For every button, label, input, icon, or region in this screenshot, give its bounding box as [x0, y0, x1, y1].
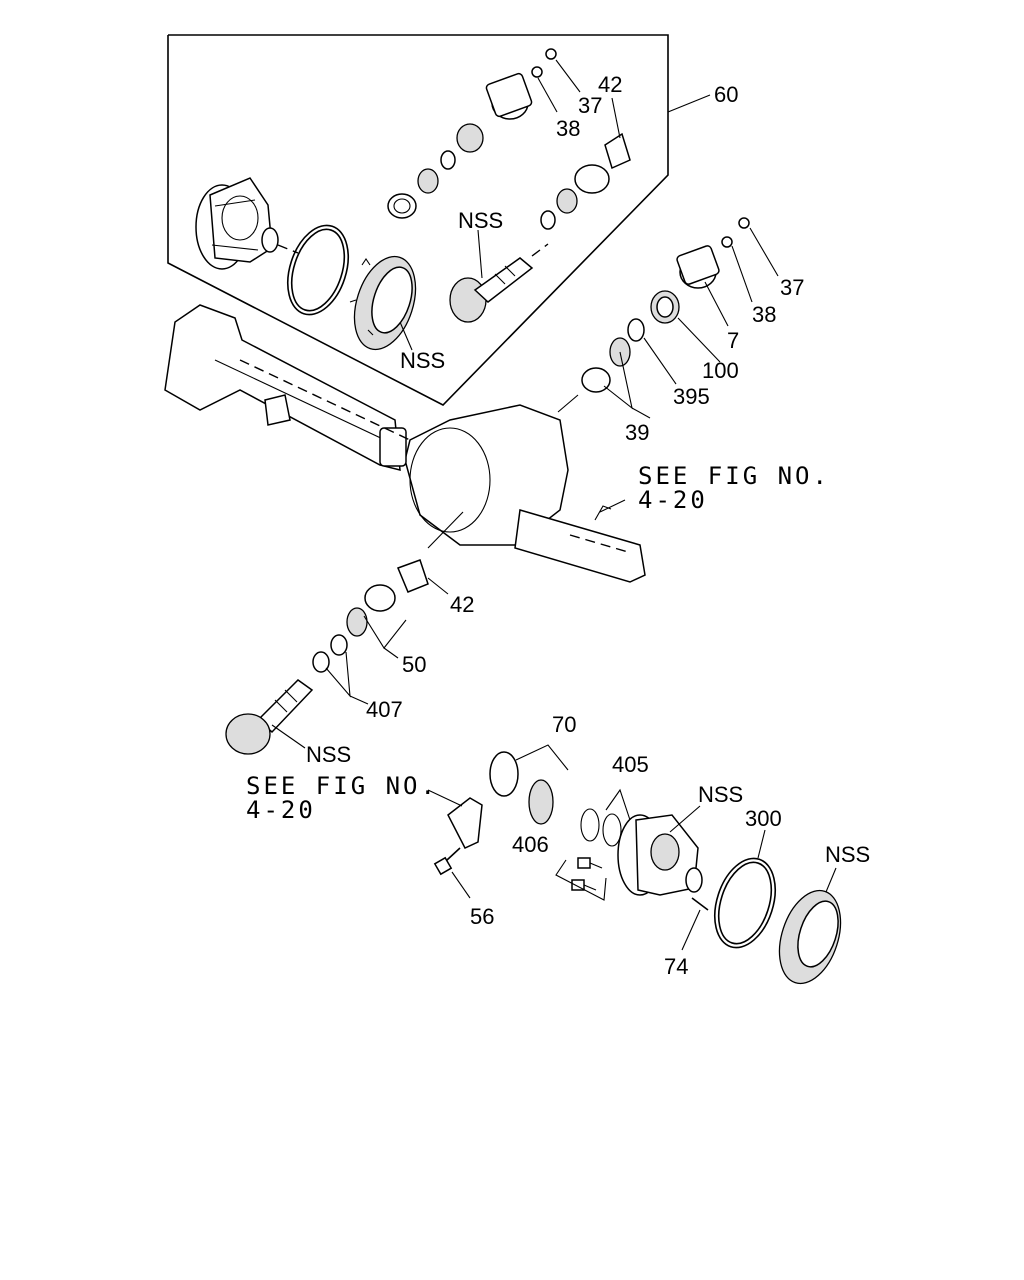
bolt-56	[433, 847, 461, 876]
label-406: 406	[512, 832, 549, 857]
label-42-top: 42	[598, 72, 622, 97]
seal-ring-300	[714, 857, 776, 949]
label-see-fig-left-line1: SEE FIG NO.	[246, 772, 438, 800]
label-38-right: 38	[752, 302, 776, 327]
differential-case-bottom	[617, 814, 703, 896]
label-see-fig-left-line2: 4-20	[246, 796, 316, 824]
bearing-70-cup	[489, 751, 519, 797]
label-37-top: 37	[578, 93, 602, 118]
kit-ring-seal	[287, 224, 349, 316]
bolts-406	[571, 857, 603, 891]
shim-407-a	[330, 634, 348, 656]
leader-lines	[271, 59, 837, 951]
label-7: 7	[727, 328, 739, 353]
label-300: 300	[745, 806, 782, 831]
washer-38-right	[721, 236, 733, 248]
pin-74	[691, 897, 709, 911]
label-nss-ring-top: NSS	[400, 348, 445, 373]
pinion-gear-bottom	[225, 679, 314, 755]
label-see-fig-right-line1: SEE FIG NO.	[638, 462, 830, 490]
label-nss-case: NSS	[698, 782, 743, 807]
kit-ring-gear	[349, 255, 417, 351]
label-74: 74	[664, 954, 688, 979]
label-70: 70	[552, 712, 576, 737]
label-39: 39	[625, 420, 649, 445]
label-nss-pinion-bottom: NSS	[306, 742, 351, 767]
bearing-50-cone	[346, 607, 368, 637]
label-100: 100	[702, 358, 739, 383]
pinion-flange-7	[676, 245, 720, 289]
nut-37-right	[738, 217, 750, 229]
shim-407-b	[312, 651, 330, 673]
label-nss-pinion-top: NSS	[458, 208, 503, 233]
ring-gear-bottom	[778, 889, 842, 985]
label-see-fig-right-line2: 4-20	[638, 486, 708, 514]
label-56: 56	[470, 904, 494, 929]
kit-bearing-stack	[387, 48, 631, 230]
kit-60-outline	[167, 34, 669, 406]
label-395: 395	[673, 384, 710, 409]
kit-pinion-gear	[449, 243, 549, 323]
bearing-70-cone	[528, 779, 554, 825]
bearing-cap-bracket	[447, 797, 483, 849]
label-nss-ring-bottom: NSS	[825, 842, 870, 867]
bearing-39-cup	[581, 367, 611, 393]
spacer-42	[397, 559, 429, 593]
label-42-bottom: 42	[450, 592, 474, 617]
bearing-50-cup	[364, 584, 396, 612]
label-407: 407	[366, 697, 403, 722]
axle-housing	[164, 304, 646, 583]
shim-395	[627, 318, 645, 342]
label-60: 60	[714, 82, 738, 107]
label-50: 50	[402, 652, 426, 677]
label-37-right: 37	[780, 275, 804, 300]
seal-100	[650, 290, 680, 324]
shim-405-a	[580, 808, 600, 842]
shim-405-b	[602, 813, 622, 847]
kit-differential-case	[195, 177, 299, 270]
label-405: 405	[612, 752, 649, 777]
label-38-top: 38	[556, 116, 580, 141]
